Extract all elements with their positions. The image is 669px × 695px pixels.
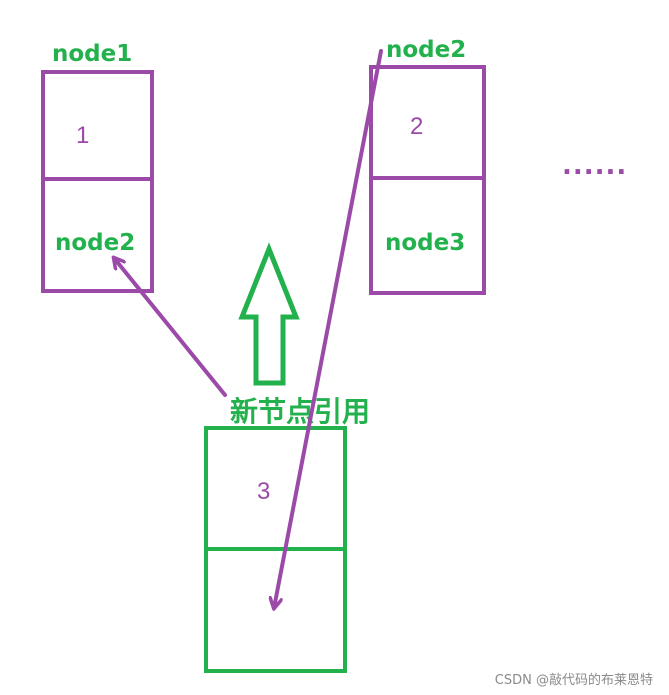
node2-next-value: node3 <box>385 230 465 256</box>
node2-data-value: 2 <box>410 113 423 140</box>
pointer-node2-to-new-arrow <box>274 49 383 608</box>
node1-data-cell <box>41 70 154 181</box>
new-node-caption: 新节点引用 <box>230 395 370 428</box>
ellipsis: ...... <box>562 151 627 181</box>
node1-next-value: node2 <box>55 230 135 256</box>
node1-data-value: 1 <box>76 122 89 149</box>
node1-next-cell <box>41 177 154 293</box>
new-node-data-cell <box>204 426 347 551</box>
node2-data-cell <box>369 65 486 180</box>
node1-label: node1 <box>52 41 132 67</box>
watermark: CSDN @敲代码的布莱恩特 <box>495 672 653 688</box>
new-node-next-cell <box>204 547 347 673</box>
node2-label: node2 <box>386 37 466 63</box>
new-node-data-value: 3 <box>257 478 270 505</box>
node2: node2 2 node3 <box>369 37 486 295</box>
node1: node1 1 node2 <box>41 41 154 293</box>
new-node: 3 <box>204 426 347 673</box>
node2-next-cell <box>369 176 486 295</box>
pointer-new-to-node2-arrow <box>114 258 227 397</box>
arrow-up-icon <box>238 242 300 386</box>
